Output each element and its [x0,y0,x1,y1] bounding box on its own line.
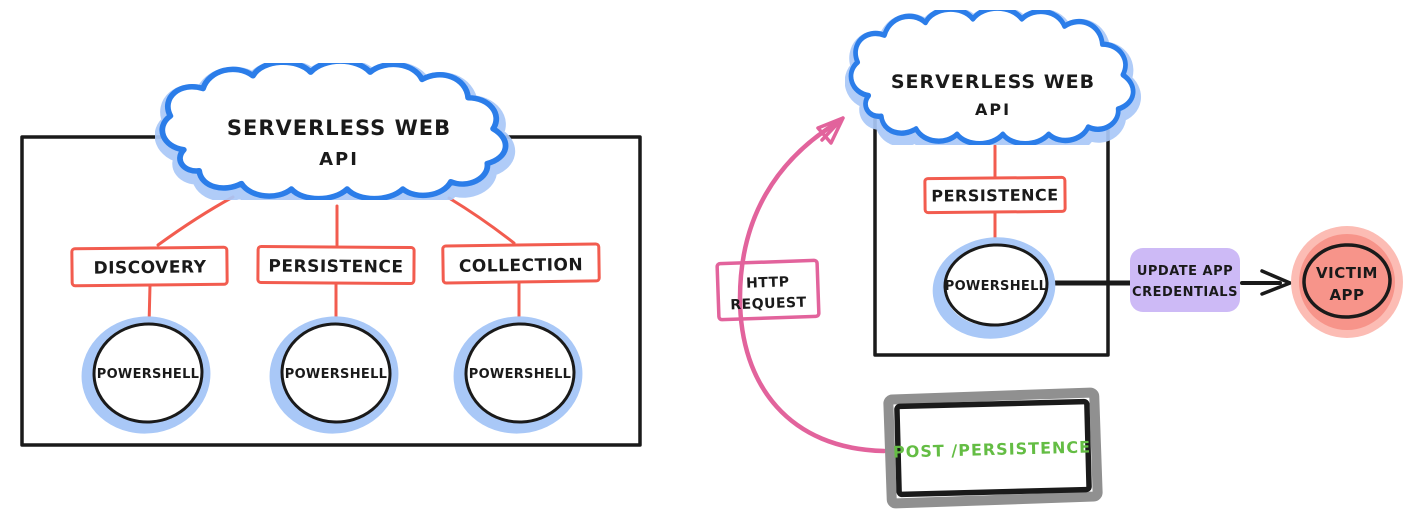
connector-cloud-collection [447,196,516,245]
victim-app-circle: VICTIM APP [1291,226,1403,338]
persistence-box-left: PERSISTENCE [256,244,416,286]
update-credentials-line1: UPDATE APP [1137,264,1233,279]
powershell-circle-right: POWERSHELL [932,237,1056,339]
left-cloud-title-line1: SERVERLESS WEB [227,116,451,140]
powershell-circle-persistence: POWERSHELL [269,316,399,434]
http-request-box: HTTP REQUEST [715,258,821,322]
http-request-line1: HTTP [746,274,790,292]
powershell-label-1: POWERSHELL [97,367,200,382]
victim-arrowhead [1260,269,1292,296]
update-credentials-box: UPDATE APP CREDENTIALS [1130,248,1240,312]
update-credentials-line2: CREDENTIALS [1132,285,1238,300]
right-cloud-title-line1: SERVERLESS WEB [891,71,1095,93]
right-cloud-title-line2: API [975,100,1011,119]
persistence-label-left: PERSISTENCE [268,257,403,278]
powershell-circle-discovery: POWERSHELL [81,316,211,434]
collection-box: COLLECTION [441,242,601,285]
collection-label: COLLECTION [459,255,584,277]
post-persistence-box: POST /PERSISTENCE [883,387,1103,509]
discovery-label: DISCOVERY [93,257,206,278]
http-request-arrowhead [816,116,845,145]
discovery-box: DISCOVERY [70,245,229,288]
victim-label-line1: VICTIM [1316,264,1378,282]
victim-label-line2: APP [1329,286,1364,304]
post-persistence-label: POST /PERSISTENCE [893,437,1091,461]
persistence-label-right: PERSISTENCE [931,185,1059,205]
http-request-line2: REQUEST [730,295,807,314]
post-box-shadow [883,387,1103,509]
left-cloud-title-line2: API [319,149,359,170]
connector-cloud-discovery [156,195,235,247]
http-request-arrow-curve [737,119,887,454]
persistence-box-right: PERSISTENCE [923,175,1067,215]
powershell-label-3: POWERSHELL [469,367,572,382]
powershell-label-right: POWERSHELL [945,279,1048,294]
powershell-circle-collection: POWERSHELL [453,316,583,434]
powershell-label-2: POWERSHELL [285,367,388,382]
